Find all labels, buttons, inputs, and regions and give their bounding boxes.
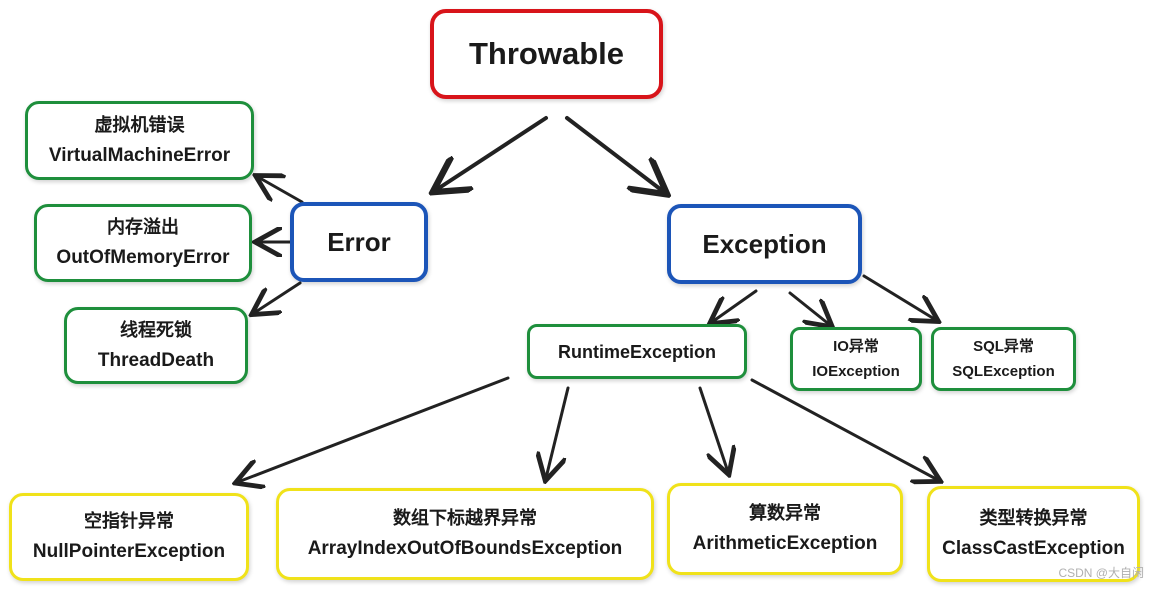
throwable-node: Throwable — [430, 9, 663, 99]
runtime-node: RuntimeException — [527, 324, 747, 379]
arrow-runtime-arith — [698, 386, 728, 472]
arrow-runtime-cce — [750, 378, 938, 480]
sql-node: SQL异常 SQLException — [931, 327, 1076, 391]
arrow-exception-io — [788, 291, 830, 325]
npe-node: 空指针异常 NullPointerException — [9, 493, 249, 581]
io-zh: IO异常 — [833, 337, 879, 355]
arith-zh: 算数异常 — [749, 503, 821, 523]
error-label: Error — [327, 226, 391, 257]
threaddeath-en: ThreadDeath — [97, 349, 215, 371]
threaddeath-zh: 线程死锁 — [120, 319, 192, 340]
npe-en: NullPointerException — [32, 541, 226, 562]
vme-node: 虚拟机错误 VirtualMachineError — [25, 101, 254, 180]
arrow-throwable-exception — [565, 116, 664, 192]
cce-node: 类型转换异常 ClassCastException — [927, 486, 1140, 582]
npe-zh: 空指针异常 — [84, 511, 174, 531]
cce-en: ClassCastException — [942, 538, 1125, 559]
error-node: Error — [290, 202, 428, 282]
arrow-exception-sql — [862, 274, 936, 320]
aioobe-zh: 数组下标越界异常 — [393, 508, 537, 528]
arith-en: ArithmeticException — [692, 533, 878, 554]
io-en: IOException — [812, 362, 900, 380]
exception-node: Exception — [667, 204, 862, 284]
arrow-exception-runtime — [712, 289, 758, 322]
sql-en: SQLException — [952, 362, 1055, 380]
threaddeath-node: 线程死锁 ThreadDeath — [64, 307, 248, 384]
arrow-runtime-npe — [238, 376, 510, 482]
exception-label: Exception — [702, 228, 827, 259]
io-node: IO异常 IOException — [790, 327, 922, 391]
arrow-throwable-error — [436, 116, 548, 190]
aioobe-en: ArrayIndexOutOfBoundsException — [307, 538, 623, 559]
aioobe-node: 数组下标越界异常 ArrayIndexOutOfBoundsException — [276, 488, 654, 580]
watermark: CSDN @大自闲 — [1058, 566, 1144, 580]
oom-en: OutOfMemoryError — [56, 247, 230, 268]
arith-node: 算数异常 ArithmeticException — [667, 483, 903, 575]
vme-en: VirtualMachineError — [48, 144, 231, 166]
cce-zh: 类型转换异常 — [979, 508, 1088, 528]
runtime-label: RuntimeException — [557, 341, 717, 362]
arrow-error-thread — [254, 281, 302, 313]
vme-zh: 虚拟机错误 — [94, 114, 185, 135]
sql-zh: SQL异常 — [973, 337, 1034, 355]
arrow-error-vme — [258, 177, 304, 204]
oom-zh: 内存溢出 — [107, 217, 179, 237]
oom-node: 内存溢出 OutOfMemoryError — [34, 204, 252, 282]
arrow-runtime-aioobe — [546, 386, 570, 478]
throwable-label: Throwable — [468, 36, 624, 71]
